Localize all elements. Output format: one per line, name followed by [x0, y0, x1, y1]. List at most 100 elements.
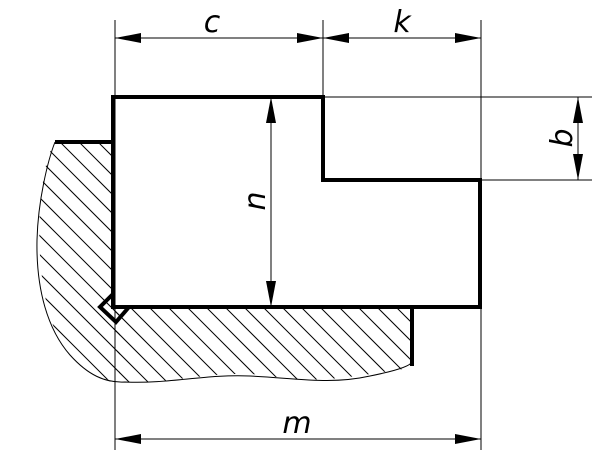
hatch-line: [39, 142, 120, 382]
hatch-line: [507, 0, 602, 470]
hatch-line: [39, 142, 85, 382]
hatch-line: [113, 303, 410, 383]
hatch-line: [113, 303, 410, 383]
hatch-line: [39, 142, 120, 382]
hatch-line: [0, 0, 8, 470]
hatch-line: [39, 142, 104, 382]
hatch-line: [450, 0, 602, 470]
hatch-line: [241, 0, 602, 470]
hatch-line: [526, 0, 602, 470]
hatch-line: [113, 303, 408, 383]
hatch-line: [583, 0, 602, 470]
hatch-line: [39, 142, 120, 382]
hatch-line: [39, 142, 120, 382]
hatch-line: [259, 303, 410, 383]
hatch-line: [0, 0, 46, 470]
arrowhead-b-bottom: [573, 154, 583, 180]
hatch-line: [221, 303, 410, 383]
hatch-line: [165, 0, 602, 470]
hatch-line: [113, 303, 410, 383]
arrowhead-n-bottom: [266, 281, 276, 307]
hatch-line: [113, 303, 199, 383]
hatch-line: [113, 303, 351, 383]
hatch-line: [488, 0, 602, 470]
hatch-line: [373, 303, 410, 383]
hatch-line: [39, 142, 120, 382]
arrowhead-c-left: [115, 33, 141, 43]
hatch-line: [0, 0, 84, 470]
hatch-line: [113, 303, 410, 383]
hatch-line: [336, 0, 602, 470]
arrowhead-m-left: [115, 434, 141, 444]
hatch-line: [50, 142, 120, 382]
hatch-line: [583, 0, 602, 470]
hatch-line: [39, 142, 120, 382]
hatch-line: [127, 0, 597, 470]
hatch-line: [564, 0, 602, 470]
corner-chamfer: [97, 292, 131, 325]
hatch-line: [316, 303, 410, 383]
hatch-line: [113, 303, 332, 383]
arrowhead-c-right: [297, 33, 323, 43]
dimension-label-k: k: [393, 5, 412, 40]
hatch-line: [107, 142, 120, 382]
hatch-line: [39, 142, 120, 382]
hatch-line: [279, 0, 602, 470]
hatch-line: [39, 142, 120, 382]
hatch-line: [317, 0, 602, 470]
hatch-line: [0, 0, 65, 470]
hatch-line: [450, 0, 602, 470]
hatch-line: [0, 0, 27, 470]
hatch-line: [113, 303, 142, 383]
hatch-line: [0, 0, 103, 470]
material-break-line: [36, 141, 413, 383]
hatch-line: [113, 303, 410, 383]
hatch-line: [113, 303, 410, 383]
hatch-line: [526, 0, 602, 470]
hatch-line: [431, 0, 602, 470]
hatch-line: [164, 303, 410, 383]
hatch-line: [39, 142, 120, 382]
arrowhead-k-left: [323, 33, 349, 43]
hatch-line: [113, 303, 410, 383]
hatch-line: [202, 303, 410, 383]
hatch-line: [0, 0, 8, 470]
hatch-line: [545, 0, 602, 470]
hatch-line: [545, 0, 602, 470]
hatch-line: [374, 0, 602, 470]
hatch-line: [113, 303, 218, 383]
hatch-line: [113, 303, 123, 383]
hatch-line: [183, 303, 410, 383]
arrowhead-b-top: [573, 97, 583, 123]
hatch-line: [39, 142, 120, 382]
dimension-label-m: m: [282, 406, 311, 441]
hatch-line: [335, 303, 410, 383]
hatch-line: [203, 0, 602, 470]
hatch-line: [113, 303, 237, 383]
hatch-line: [39, 142, 120, 382]
dimension-label-n: n: [238, 191, 273, 210]
hatch-line: [113, 303, 313, 383]
hatch-line: [488, 0, 602, 470]
hatch-line: [113, 303, 294, 383]
hatch-line: [507, 0, 602, 470]
arrowhead-m-right: [455, 434, 481, 444]
hatch-line: [0, 0, 27, 470]
hatch-line: [298, 0, 602, 470]
hatch-line: [146, 0, 602, 470]
hatch-line: [113, 303, 180, 383]
hatch-line: [39, 142, 47, 382]
hatch-line: [297, 303, 410, 383]
hatch-line: [39, 142, 120, 382]
hatch-line: [113, 303, 161, 383]
hatch-line: [113, 303, 410, 383]
hatch-line: [392, 303, 410, 383]
hatch-line: [39, 142, 66, 382]
hatch-line: [412, 0, 602, 470]
dimension-label-b: b: [545, 128, 580, 147]
dimension-label-c: c: [204, 5, 221, 40]
hatch-line: [260, 0, 602, 470]
